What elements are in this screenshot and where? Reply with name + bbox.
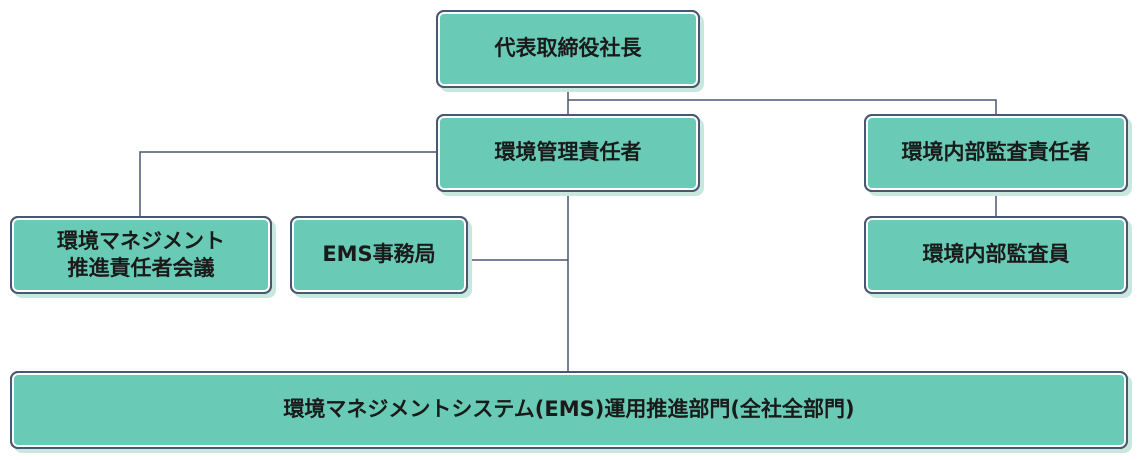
line-ceo-to-audit-manager <box>568 99 997 116</box>
node-ceo: 代表取締役社長 <box>436 10 700 88</box>
node-internal-audit-manager: 環境内部監査責任者 <box>864 114 1128 192</box>
node-env-manager: 環境管理責任者 <box>436 114 700 192</box>
node-env-manager-label: 環境管理責任者 <box>494 140 642 165</box>
node-ems-departments: 環境マネジメントシステム(EMS)運用推進部門(全社全部門) <box>10 371 1128 449</box>
node-internal-auditor-label: 環境内部監査員 <box>922 242 1070 267</box>
node-ems-office: EMS事務局 <box>290 216 468 294</box>
node-ems-committee: 環境マネジメント 推進責任者会議 <box>10 216 272 294</box>
node-ems-office-label: EMS事務局 <box>322 242 436 267</box>
node-internal-audit-manager-label: 環境内部監査責任者 <box>901 140 1091 165</box>
line-env-manager-to-committee <box>139 151 438 218</box>
node-ems-committee-label: 環境マネジメント 推進責任者会議 <box>57 228 225 280</box>
node-ceo-label: 代表取締役社長 <box>494 36 642 61</box>
node-ems-departments-label: 環境マネジメントシステム(EMS)運用推進部門(全社全部門) <box>283 397 855 422</box>
node-internal-auditor: 環境内部監査員 <box>864 216 1128 294</box>
